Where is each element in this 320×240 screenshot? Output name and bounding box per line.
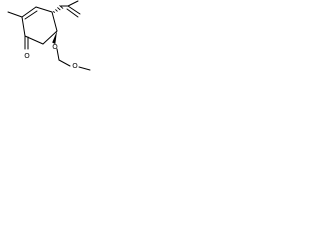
- isopropenyl-double-bond-b: [66, 8, 79, 18]
- bond-ch2-o2: [58, 59, 71, 67]
- ether-oxygen-label-2: O: [72, 62, 78, 70]
- ring-bond-c3-c4: [35, 6, 53, 13]
- structure-svg: O O O: [7, 0, 91, 71]
- ether-oxygen-label-1: O: [52, 43, 58, 51]
- molecule-diagram: O O O: [0, 0, 111, 78]
- ring-bond-c4-c5: [51, 11, 58, 32]
- wedge-bond-c5-o: [52, 31, 57, 45]
- methyl-bond: [7, 11, 23, 18]
- hashed-wedge-isopropenyl: [53, 5, 64, 13]
- isopropenyl-methyl-bond: [67, 0, 79, 7]
- carbonyl-oxygen-label: O: [24, 52, 30, 60]
- ring-bond-c1-c2: [21, 16, 26, 37]
- ring-bond-c2-c3: [21, 6, 37, 18]
- bond-o2-ch3: [78, 66, 91, 71]
- ring-double-bond-c2-c3-inner: [24, 10, 38, 20]
- bond-o-ch2: [56, 48, 60, 61]
- ring-bond-c5-c6: [42, 30, 58, 45]
- isopropenyl-double-bond-a: [67, 5, 81, 15]
